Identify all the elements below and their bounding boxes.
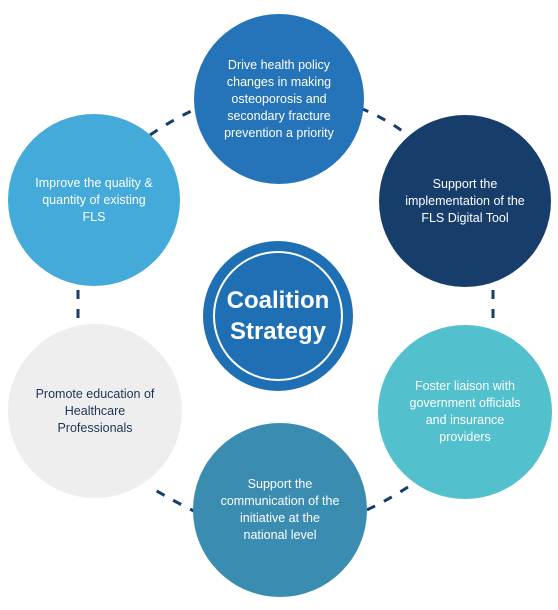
center-ring: Coalition Strategy [213,251,343,381]
strategy-node-education: Promote education of Healthcare Professi… [8,324,182,498]
center-circle: Coalition Strategy [203,241,353,391]
connector-bottom-right [359,485,409,515]
strategy-node-health-policy: Drive health policy changes in making os… [194,14,364,184]
strategy-node-label: Support the communication of the initiat… [220,477,340,542]
center-title: Coalition Strategy [226,287,330,345]
strategy-node-label: Foster liaison with government officials… [409,379,521,444]
strategy-node-digital-tool: Support the implementation of the FLS Di… [379,115,551,287]
strategy-node-label: Promote education of Healthcare Professi… [35,386,155,435]
connector-top-right [359,106,409,137]
strategy-node-fls-quality: Improve the quality & quantity of existi… [8,114,180,286]
strategy-node-liaison: Foster liaison with government officials… [378,325,552,499]
strategy-node-label: Improve the quality & quantity of existi… [35,175,153,224]
strategy-node-label: Drive health policy changes in making os… [224,57,334,140]
connector-top-left [149,106,199,137]
strategy-node-communication: Support the communication of the initiat… [193,423,367,597]
connector-bottom-left [149,485,199,515]
strategy-node-label: Support the implementation of the FLS Di… [405,176,525,225]
